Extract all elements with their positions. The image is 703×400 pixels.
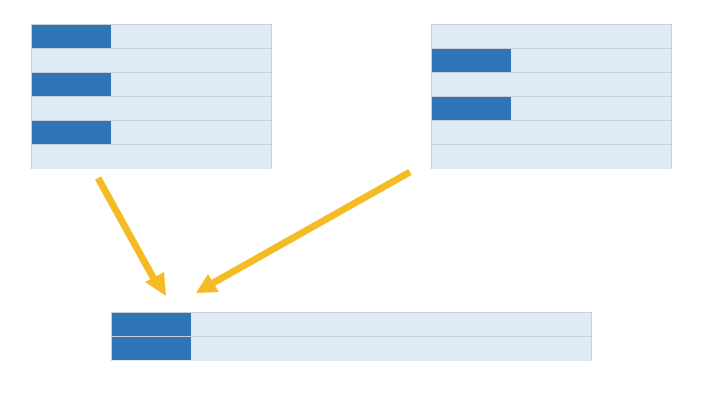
table-row (32, 121, 271, 145)
arrow-left-to-result-icon (94, 176, 166, 296)
arrow-right-to-result-icon (196, 168, 412, 293)
highlighted-cell (32, 121, 111, 144)
table-row (32, 97, 271, 121)
table-row (32, 145, 271, 169)
table-row (432, 73, 671, 97)
table-row (112, 313, 591, 337)
highlighted-cell (112, 337, 191, 360)
result-table (111, 312, 592, 361)
table-row (32, 25, 271, 49)
table-row (32, 73, 271, 97)
table-row (432, 97, 671, 121)
table-row (32, 49, 271, 73)
highlighted-cell (32, 73, 111, 96)
table-row (112, 337, 591, 361)
left-table (31, 24, 272, 169)
highlighted-cell (32, 25, 111, 48)
table-row (432, 145, 671, 169)
highlighted-cell (432, 49, 511, 72)
table-row (432, 49, 671, 73)
table-row (432, 25, 671, 49)
highlighted-cell (112, 313, 191, 336)
highlighted-cell (432, 97, 511, 120)
table-row (432, 121, 671, 145)
right-table (431, 24, 672, 169)
